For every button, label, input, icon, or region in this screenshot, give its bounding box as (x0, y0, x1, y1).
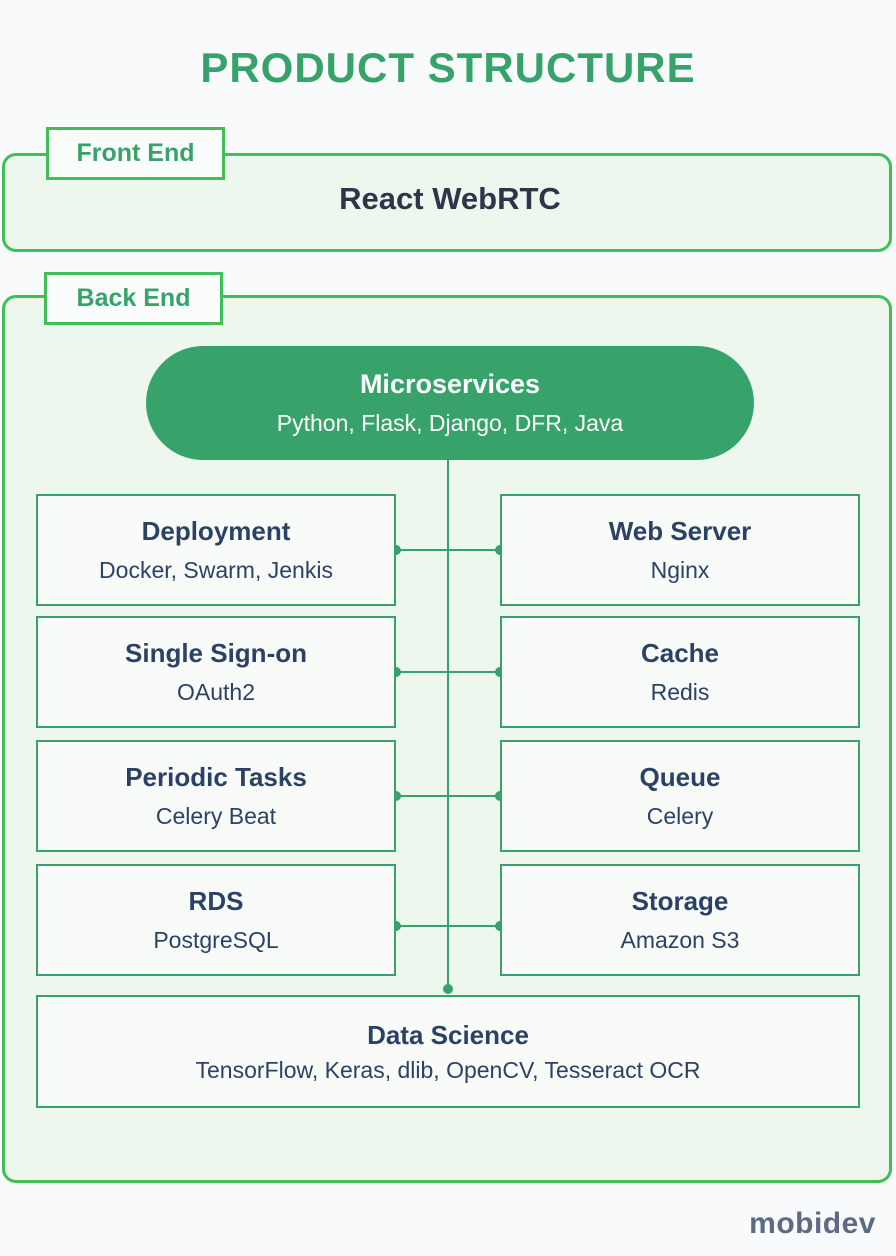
box-subtitle: Celery (646, 803, 714, 829)
microservices-title: Microservices (359, 369, 541, 399)
front-end-content: React WebRTC (339, 181, 561, 216)
box-title: Queue (639, 762, 721, 792)
deployment-box: Deployment Docker, Swarm, Jenkis (36, 494, 396, 606)
box-subtitle: OAuth2 (177, 679, 255, 705)
back-end-label: Back End (44, 272, 223, 325)
box-title: RDS (188, 886, 244, 916)
box-subtitle: TensorFlow, Keras, dlib, OpenCV, Tessera… (195, 1056, 701, 1083)
single-sign-on-box: Single Sign-on OAuth2 (36, 616, 396, 728)
box-title: Web Server (608, 516, 752, 546)
web-server-box: Web Server Nginx (500, 494, 860, 606)
box-subtitle: PostgreSQL (153, 927, 279, 953)
rds-box: RDS PostgreSQL (36, 864, 396, 976)
queue-box: Queue Celery (500, 740, 860, 852)
box-subtitle: Redis (650, 679, 710, 705)
periodic-tasks-box: Periodic Tasks Celery Beat (36, 740, 396, 852)
box-title: Cache (640, 638, 720, 668)
box-title: Periodic Tasks (125, 762, 307, 792)
connector-dot (443, 984, 453, 994)
front-end-label: Front End (46, 127, 225, 180)
box-title: Data Science (367, 1019, 529, 1050)
mobidev-logo: mobidev (749, 1207, 876, 1240)
box-subtitle: Celery Beat (155, 803, 277, 829)
box-subtitle: Nginx (650, 557, 710, 583)
box-title: Deployment (141, 516, 291, 546)
microservices-subtitle: Python, Flask, Django, DFR, Java (276, 410, 624, 436)
box-subtitle: Docker, Swarm, Jenkis (99, 557, 333, 583)
box-title: Storage (631, 886, 729, 916)
page-title: PRODUCT STRUCTURE (200, 44, 696, 91)
box-subtitle: Amazon S3 (620, 927, 740, 953)
storage-box: Storage Amazon S3 (500, 864, 860, 976)
box-title: Single Sign-on (125, 638, 307, 668)
data-science-box: Data Science TensorFlow, Keras, dlib, Op… (36, 995, 860, 1108)
cache-box: Cache Redis (500, 616, 860, 728)
microservices-node: Microservices Python, Flask, Django, DFR… (146, 346, 754, 460)
